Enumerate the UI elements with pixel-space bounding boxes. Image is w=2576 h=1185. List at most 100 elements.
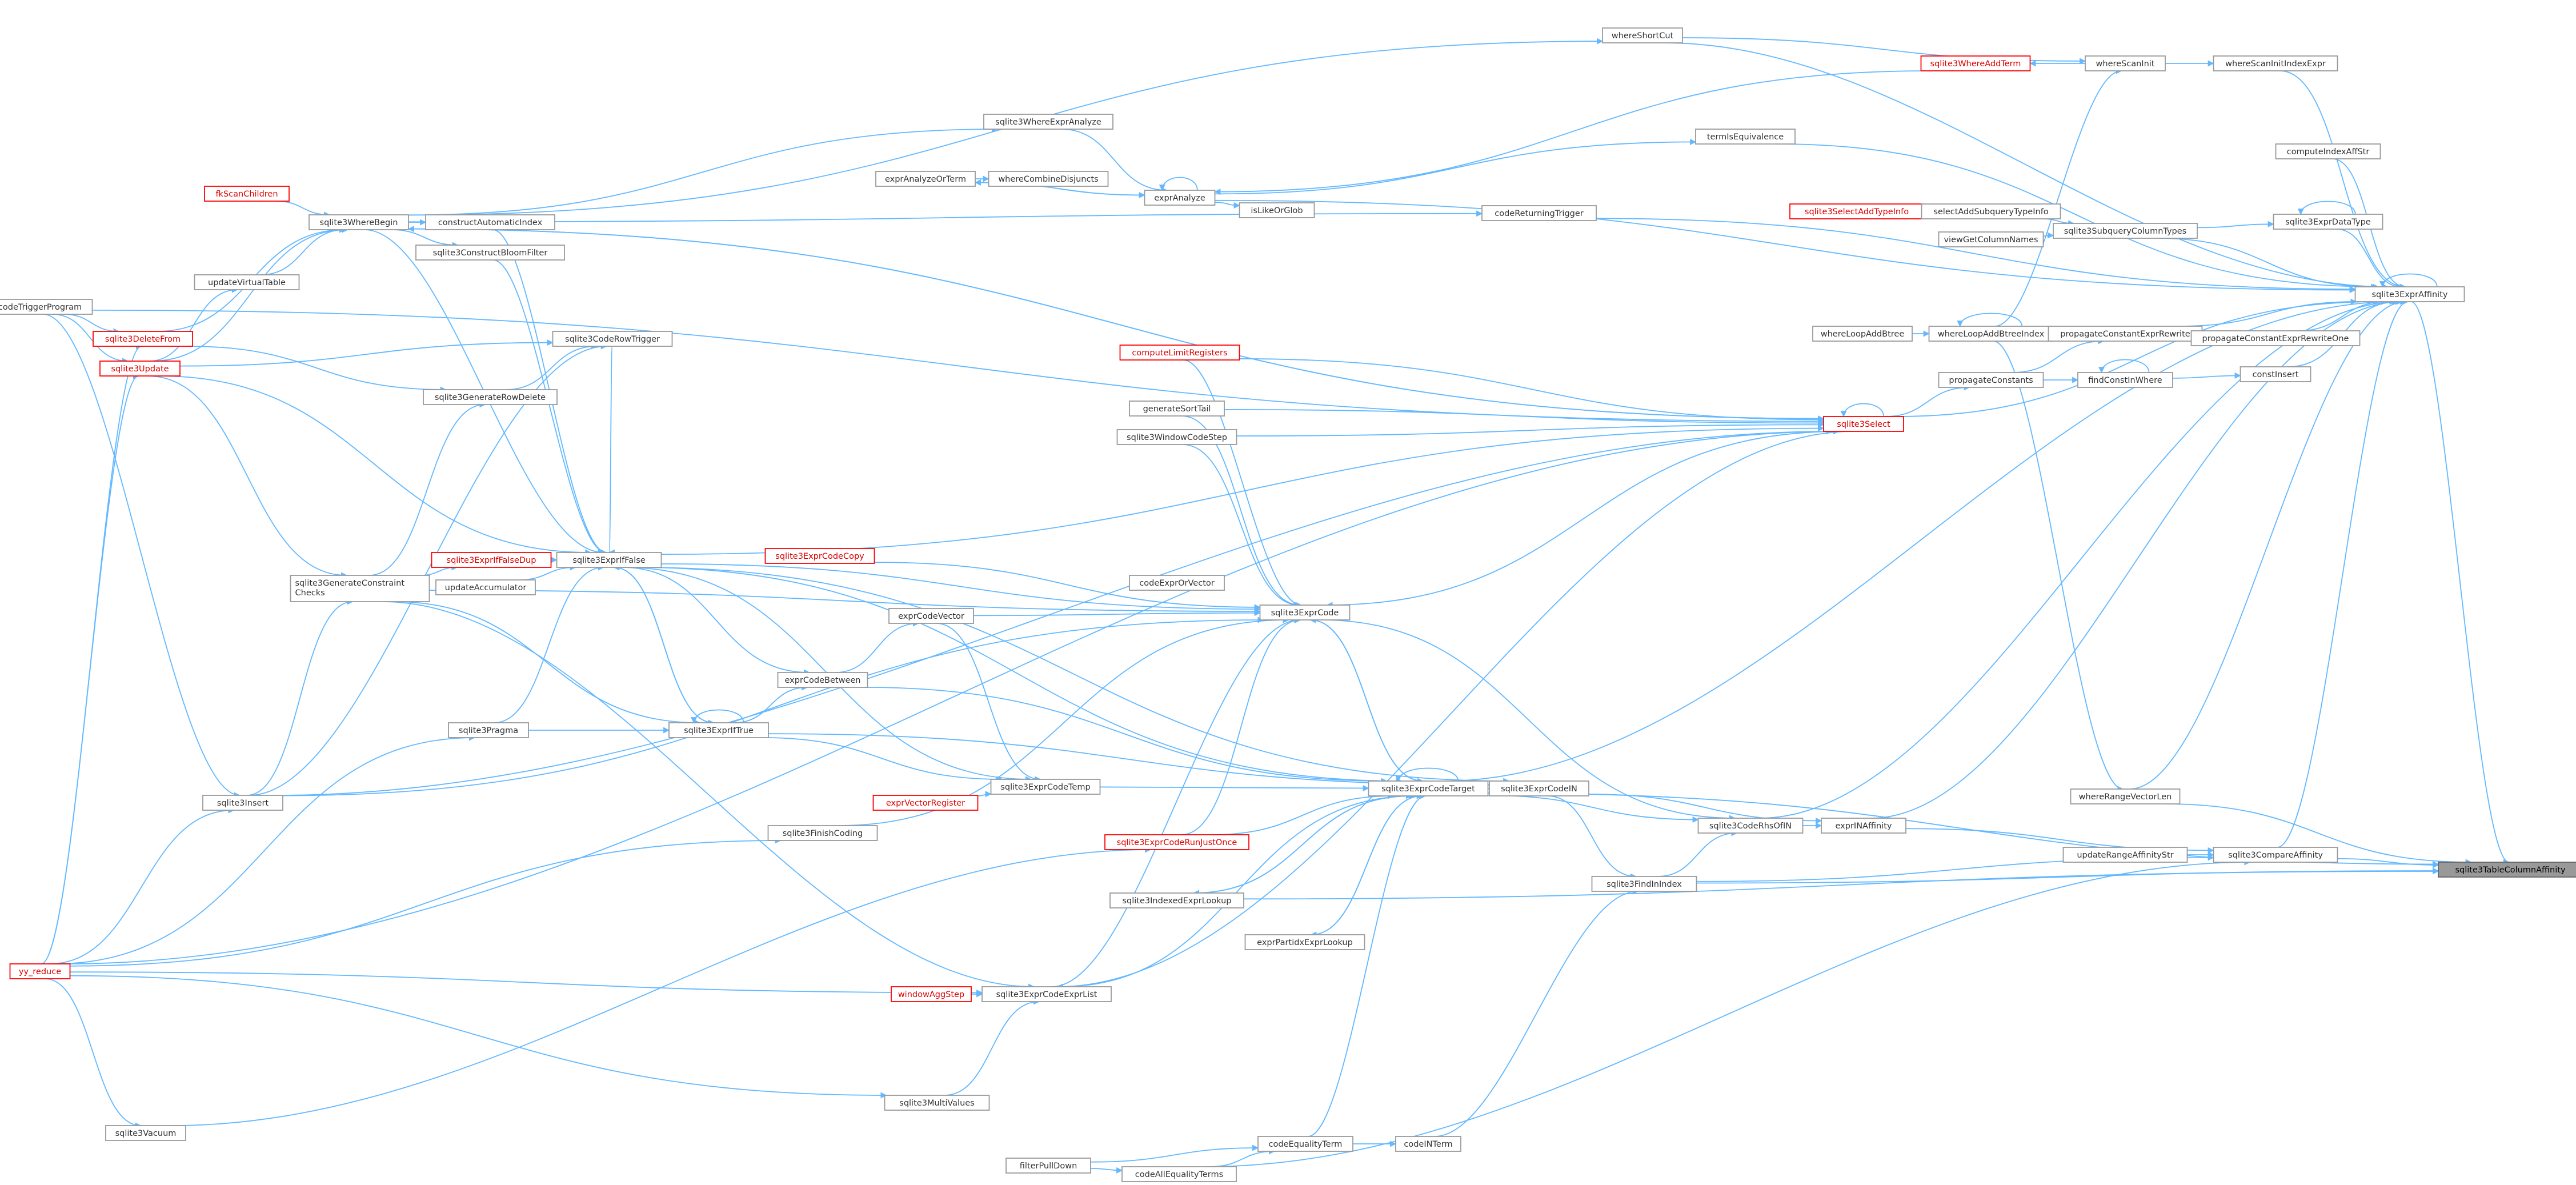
node-box[interactable] xyxy=(1489,780,1589,796)
node-box[interactable] xyxy=(2048,326,2203,342)
node-box[interactable] xyxy=(2190,330,2361,346)
node-box[interactable] xyxy=(1695,129,1796,145)
node-sqlite3-generate-row-delete[interactable]: sqlite3GenerateRowDelete xyxy=(423,389,558,405)
node-box[interactable] xyxy=(0,299,93,315)
node-expr-inaffinity[interactable]: exprINAffinity xyxy=(1821,818,1906,834)
node-sqlite3-update[interactable]: sqlite3Update xyxy=(99,361,181,377)
node-expr-vector-register[interactable]: exprVectorRegister xyxy=(872,795,979,811)
node-box[interactable] xyxy=(1129,575,1225,591)
node-sqlite3-select[interactable]: sqlite3Select xyxy=(1823,416,1904,432)
node-sqlite3-expr-code-in[interactable]: sqlite3ExprCodeIN xyxy=(1489,780,1589,796)
node-sqlite3-expr-if-false[interactable]: sqlite3ExprIfFalse xyxy=(556,552,662,568)
node-update-virtual-table[interactable]: updateVirtualTable xyxy=(194,274,300,290)
node-box[interactable] xyxy=(93,331,193,347)
node-box[interactable] xyxy=(290,575,430,602)
node-sqlite3-delete-from[interactable]: sqlite3DeleteFrom xyxy=(93,331,193,347)
node-code-returning-trigger[interactable]: codeReturningTrigger xyxy=(1481,205,1597,221)
node-box[interactable] xyxy=(1602,27,1683,43)
node-box[interactable] xyxy=(1789,203,1924,219)
node-code-interm[interactable]: codeINTerm xyxy=(1395,1136,1461,1152)
node-box[interactable] xyxy=(309,214,409,230)
node-box[interactable] xyxy=(423,389,558,405)
node-generate-sort-tail[interactable]: generateSortTail xyxy=(1129,401,1225,417)
node-box[interactable] xyxy=(1244,934,1365,950)
node-box[interactable] xyxy=(2240,366,2311,382)
node-box[interactable] xyxy=(1921,203,2061,219)
node-sqlite3-expr-if-true[interactable]: sqlite3ExprIfTrue xyxy=(668,722,769,738)
node-box[interactable] xyxy=(1005,1158,1091,1174)
node-box[interactable] xyxy=(2213,55,2338,71)
node-box[interactable] xyxy=(202,795,283,811)
node-box[interactable] xyxy=(1104,834,1249,850)
node-expr-analyze-or-term[interactable]: exprAnalyzeOrTerm xyxy=(875,171,976,187)
node-view-get-column-names[interactable]: viewGetColumnNames xyxy=(1938,231,2044,247)
node-box[interactable] xyxy=(981,986,1112,1002)
node-box[interactable] xyxy=(1920,55,2031,71)
node-sqlite3-code-rhs-of-in[interactable]: sqlite3CodeRhsOfIN xyxy=(1697,818,1804,834)
node-where-scan-init[interactable]: whereScanInit xyxy=(2085,55,2166,71)
node-window-agg-step[interactable]: windowAggStep xyxy=(891,986,972,1002)
node-sqlite3-compare-affinity[interactable]: sqlite3CompareAffinity xyxy=(2213,847,2338,863)
node-box[interactable] xyxy=(425,214,555,230)
node-box[interactable] xyxy=(1938,231,2044,247)
node-code-equality-term[interactable]: codeEqualityTerm xyxy=(1257,1136,1353,1152)
node-box[interactable] xyxy=(2062,847,2188,863)
node-sqlite3-expr-code[interactable]: sqlite3ExprCode xyxy=(1259,604,1351,620)
node-box[interactable] xyxy=(415,245,565,261)
node-sqlite3-expr-code-copy[interactable]: sqlite3ExprCodeCopy xyxy=(764,548,875,564)
node-update-range-affinity-str[interactable]: updateRangeAffinityStr xyxy=(2062,847,2188,863)
node-expr-analyze[interactable]: exprAnalyze xyxy=(1144,190,1216,206)
node-box[interactable] xyxy=(1109,892,1244,908)
node-box[interactable] xyxy=(988,171,1109,187)
node-update-accumulator[interactable]: updateAccumulator xyxy=(435,579,536,595)
node-box[interactable] xyxy=(1259,604,1351,620)
node-expr-partidx-expr-lookup[interactable]: exprPartidxExprLookup xyxy=(1244,934,1365,950)
node-propagate-constants[interactable]: propagateConstants xyxy=(1938,372,2044,388)
node-box[interactable] xyxy=(2273,214,2383,230)
node-propagate-constant-expr-rewrite[interactable]: propagateConstantExprRewrite xyxy=(2048,326,2203,342)
node-box[interactable] xyxy=(2354,286,2465,302)
node-sqlite3-expr-code-run-just-once[interactable]: sqlite3ExprCodeRunJustOnce xyxy=(1104,834,1249,850)
node-box[interactable] xyxy=(1121,1166,1237,1182)
node-yy-reduce[interactable]: yy_reduce xyxy=(9,963,71,979)
node-box[interactable] xyxy=(2053,223,2198,239)
node-box[interactable] xyxy=(990,779,1101,795)
node-sqlite3-construct-bloom-filter[interactable]: sqlite3ConstructBloomFilter xyxy=(415,245,565,261)
node-box[interactable] xyxy=(764,548,875,564)
node-box[interactable] xyxy=(99,361,181,377)
node-box[interactable] xyxy=(668,722,769,738)
node-sqlite3-where-expr-analyze[interactable]: sqlite3WhereExprAnalyze xyxy=(983,114,1113,130)
node-box[interactable] xyxy=(1938,372,2044,388)
node-where-loop-add-btree-index[interactable]: whereLoopAddBtreeIndex xyxy=(1928,326,2054,342)
node-box[interactable] xyxy=(1591,876,1697,892)
node-compute-index-aff-str[interactable]: computeIndexAffStr xyxy=(2275,143,2381,159)
node-expr-code-vector[interactable]: exprCodeVector xyxy=(888,608,974,624)
node-where-range-vector-len[interactable]: whereRangeVectorLen xyxy=(2070,788,2181,804)
node-const-insert[interactable]: constInsert xyxy=(2240,366,2311,382)
node-fk-scan-children[interactable]: fkScanChildren xyxy=(204,186,290,202)
node-box[interactable] xyxy=(2213,847,2338,863)
node-is-like-or-glob[interactable]: isLikeOrGlob xyxy=(1239,202,1315,218)
node-box[interactable] xyxy=(552,331,673,347)
node-box[interactable] xyxy=(204,186,290,202)
node-sqlite3-table-column-affinity[interactable]: sqlite3TableColumnAffinity xyxy=(2438,862,2576,878)
node-box[interactable] xyxy=(556,552,662,568)
node-sqlite3-pragma[interactable]: sqlite3Pragma xyxy=(448,722,529,738)
node-box[interactable] xyxy=(1812,326,1913,342)
node-box[interactable] xyxy=(1144,190,1216,206)
node-sqlite3-subquery-column-types[interactable]: sqlite3SubqueryColumnTypes xyxy=(2053,223,2198,239)
node-box[interactable] xyxy=(1395,1136,1461,1152)
node-box[interactable] xyxy=(888,608,974,624)
node-sqlite3-finish-coding[interactable]: sqlite3FinishCoding xyxy=(767,825,878,841)
node-select-add-subquery-type-info[interactable]: selectAddSubqueryTypeInfo xyxy=(1921,203,2061,219)
node-sqlite3-expr-code-target[interactable]: sqlite3ExprCodeTarget xyxy=(1368,780,1489,796)
node-sqlite3-expr-code-expr-list[interactable]: sqlite3ExprCodeExprList xyxy=(981,986,1112,1002)
node-sqlite3-find-in-index[interactable]: sqlite3FindInIndex xyxy=(1591,876,1697,892)
node-sqlite3-where-add-term[interactable]: sqlite3WhereAddTerm xyxy=(1920,55,2031,71)
node-term-is-equivalence[interactable]: termIsEquivalence xyxy=(1695,129,1796,145)
node-compute-limit-registers[interactable]: computeLimitRegisters xyxy=(1119,345,1240,361)
node-box[interactable] xyxy=(1928,326,2054,342)
node-box[interactable] xyxy=(2438,862,2576,878)
node-box[interactable] xyxy=(1481,205,1597,221)
